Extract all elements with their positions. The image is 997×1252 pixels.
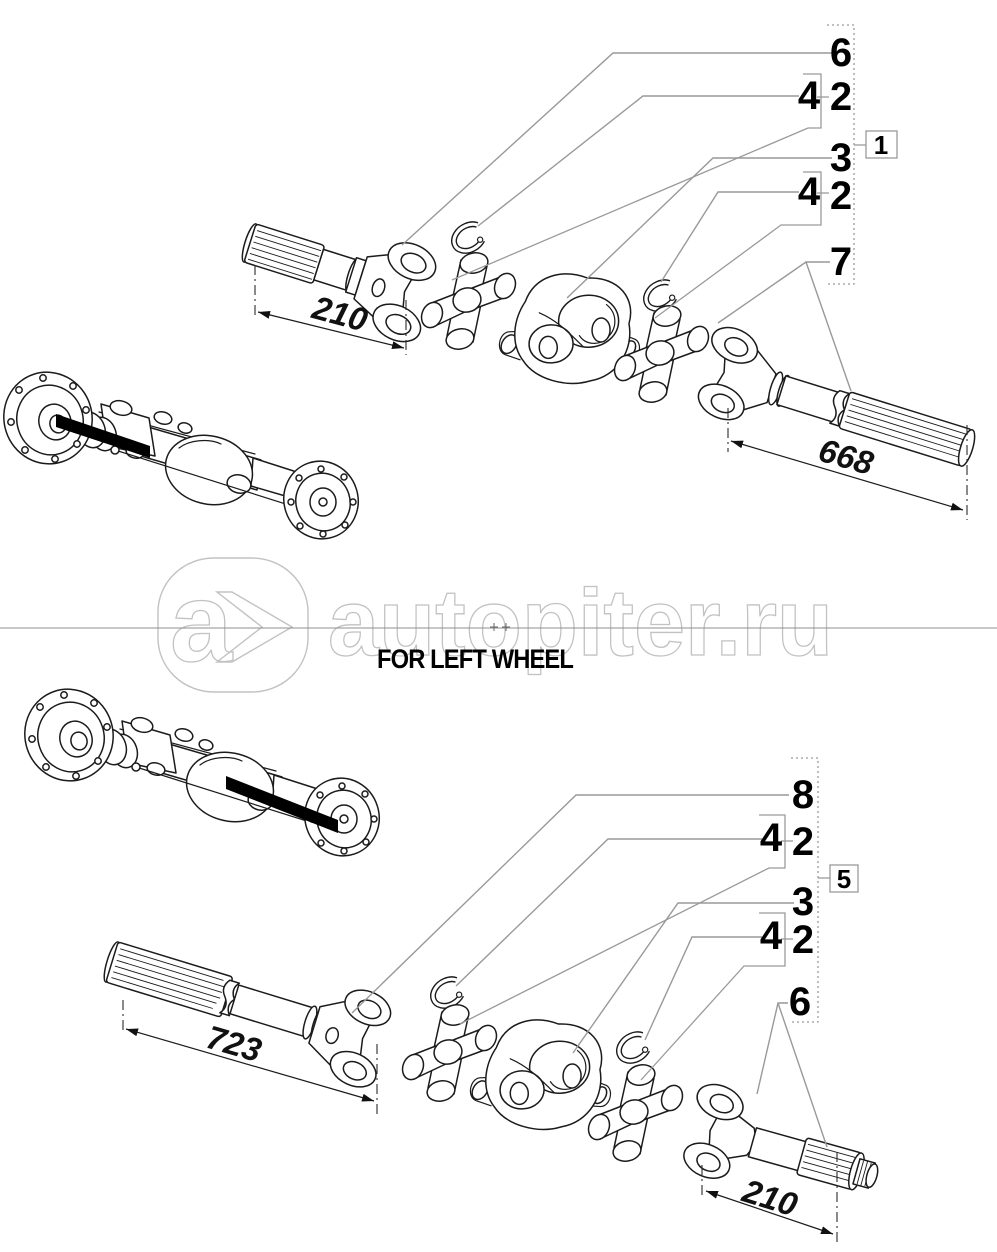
dimension-value-210-bottom: 210 <box>737 1171 802 1223</box>
top-assembly-illustration: 210 668 1 <box>0 24 976 550</box>
bottom-assembly-illustration: 723 210 5 <box>12 676 879 1246</box>
long-shaft-yoke-723-bottom <box>103 941 392 1088</box>
for-left-wheel-label: FOR LEFT WHEEL <box>377 644 573 674</box>
callout-top-6: 6 <box>830 31 852 75</box>
assembly-ref-5: 5 <box>837 864 851 894</box>
dimension-value-668-top: 668 <box>815 431 879 482</box>
snap-ring-2-bottom <box>616 1032 650 1063</box>
top-callout-leaders <box>401 24 866 392</box>
short-shaft-yoke-210-top <box>241 223 437 343</box>
watermark-brand-text: autopiter.ru <box>328 570 833 676</box>
callout-bottom-4b: 4 <box>760 914 783 958</box>
callout-top-3: 3 <box>830 136 852 180</box>
front-axle-illustration-top <box>0 359 369 550</box>
callout-bottom-6: 6 <box>789 980 811 1024</box>
front-axle-illustration-bottom <box>12 676 390 867</box>
callout-bottom-2b: 2 <box>792 918 814 962</box>
callout-bottom-3: 3 <box>792 880 814 924</box>
callout-bottom-8: 8 <box>792 773 814 817</box>
callout-top-4a: 4 <box>798 74 821 118</box>
registration-marks <box>490 623 510 631</box>
watermark-logo-letter: a <box>170 560 233 685</box>
highlighted-left-halfshaft <box>56 414 150 458</box>
callout-bottom-4a: 4 <box>760 816 783 860</box>
assembly-ref-box-1 <box>865 130 898 159</box>
short-shaft-yoke-210-bottom <box>683 1083 879 1191</box>
highlighted-right-halfshaft <box>226 776 338 833</box>
snap-ring-1-bottom <box>430 977 464 1008</box>
bottom-callout-leaders <box>351 757 830 1148</box>
watermark-logo-blob <box>157 557 309 693</box>
callout-top-2a: 2 <box>830 75 852 119</box>
callout-top-7: 7 <box>830 240 852 284</box>
callout-top-4b: 4 <box>798 170 821 214</box>
assembly-ref-1: 1 <box>874 130 888 160</box>
callout-bottom-2a: 2 <box>792 820 814 864</box>
snap-ring-1-top <box>451 222 485 253</box>
assembly-ref-box-5 <box>829 864 859 893</box>
watermark: a autopiter.ru <box>157 557 834 693</box>
callout-top-2b: 2 <box>830 174 852 218</box>
dimension-value-723-bottom: 723 <box>203 1018 266 1069</box>
watermark-logo-chevron-icon <box>214 591 294 663</box>
